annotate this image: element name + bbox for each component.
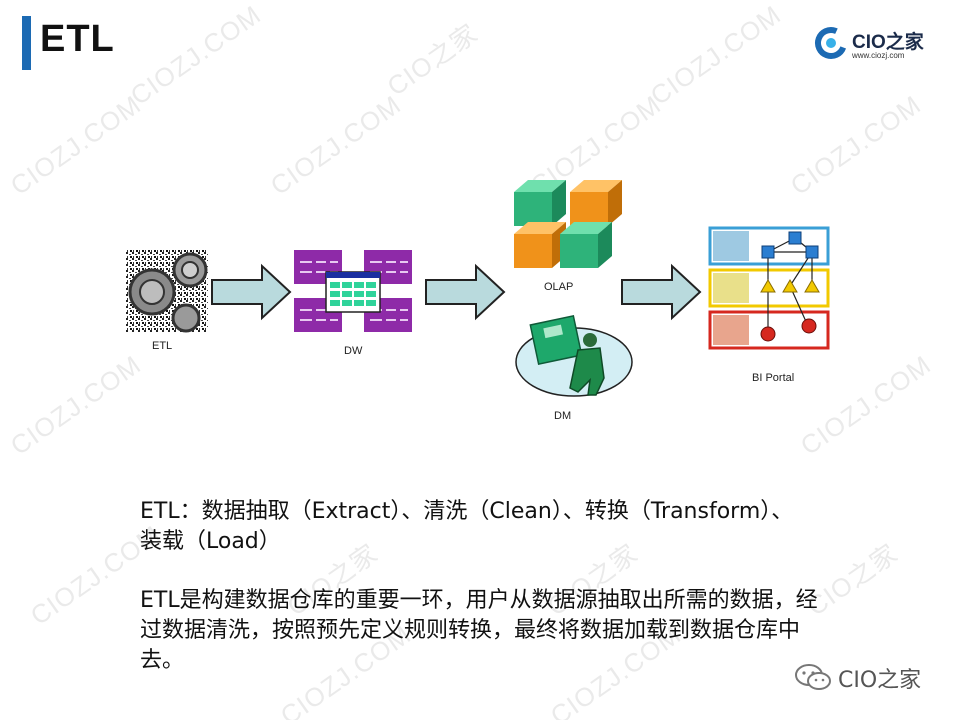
definition-line: ETL：数据抽取（Extract）、清洗（Clean）、转换（Transform…	[140, 499, 794, 524]
flow-arrow-icon	[425, 263, 506, 321]
logo-url: www.ciozj.com	[852, 51, 905, 60]
flow-arrow-icon	[211, 263, 292, 321]
etl-description: ETL是构建数据仓库的重要一环，用户从数据源抽取出所需的数据，经 过数据清洗，按…	[140, 586, 880, 676]
etl-diagram	[126, 180, 830, 397]
cio-logo: CIO之家 www.ciozj.com	[814, 24, 934, 64]
dm-label: DM	[554, 410, 572, 422]
etl-definition: ETL：数据抽取（Extract）、清洗（Clean）、转换（Transform…	[140, 497, 880, 557]
logo-text: CIO之家	[852, 32, 924, 53]
title-accent-bar	[22, 16, 31, 70]
dw-tables-icon	[294, 250, 412, 332]
footer-brand-text: CIO之家	[838, 668, 922, 693]
bi-portal-label: BI Portal	[752, 372, 795, 384]
olap-cube-icon	[514, 180, 622, 268]
description-line: 过数据清洗，按照预先定义规则转换，最终将数据加载到数据仓库中	[140, 618, 801, 643]
definition-line: 装载（Load）	[140, 529, 281, 554]
description-line: ETL是构建数据仓库的重要一环，用户从数据源抽取出所需的数据，经	[140, 588, 818, 613]
dm-person-icon	[515, 314, 633, 397]
flow-arrow-icon	[621, 263, 702, 321]
wechat-icon	[795, 664, 831, 690]
cio-logo-icon	[815, 27, 847, 59]
olap-label: OLAP	[544, 281, 574, 293]
bi-portal-icon	[708, 226, 830, 350]
dw-label: DW	[344, 345, 363, 357]
etl-gears-icon	[126, 250, 208, 333]
slide-title: ETL	[40, 18, 115, 60]
description-line: 去。	[140, 648, 185, 673]
etl-label: ETL	[152, 340, 173, 352]
